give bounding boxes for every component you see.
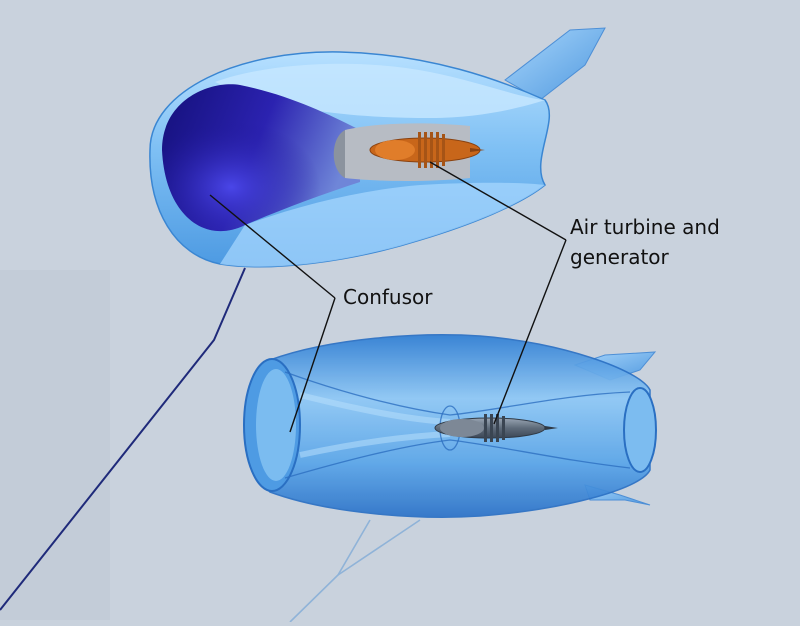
venturi-highlight-bottom [299, 431, 451, 458]
leader-turbine-lower [493, 239, 567, 425]
leader-turbine-upper [429, 161, 567, 241]
label-confusor: Confusor [343, 285, 433, 309]
lower-rear-outlet [623, 387, 657, 473]
cutaway-turbine [149, 27, 606, 268]
tether-line-upper [0, 267, 246, 611]
venturi-line-top [284, 371, 631, 416]
upper-inner-glow [162, 84, 360, 232]
venturi-highlight-top [299, 392, 451, 425]
lower-turbine-generator [434, 414, 558, 442]
background-panel [0, 270, 110, 620]
label-generator: generator [570, 245, 669, 269]
upper-lower-lip [220, 182, 545, 267]
venturi-line-bottom [284, 439, 631, 479]
leader-lines [209, 161, 567, 433]
lower-inlet-inner [256, 369, 296, 481]
tether-line-lower-2 [337, 519, 421, 576]
transparent-turbine [243, 334, 657, 518]
upper-turbine-generator [369, 132, 485, 168]
label-air-turbine: Air turbine and [570, 215, 720, 239]
upper-hub-edge [333, 130, 345, 178]
leader-confusor-lower [289, 297, 336, 433]
leader-confusor-upper [209, 194, 336, 299]
